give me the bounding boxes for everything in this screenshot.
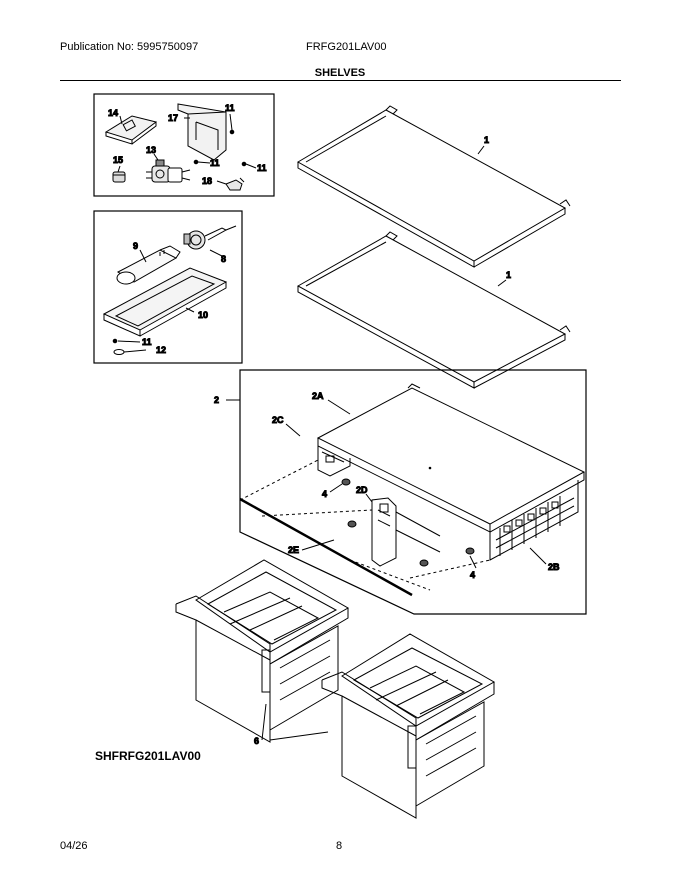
- part-6-crisper-drawer-left: [175, 559, 350, 743]
- publication-number: Publication No: 5995750097: [60, 41, 199, 53]
- callout-15: 15: [113, 155, 123, 165]
- callout-13: 13: [146, 145, 156, 155]
- callout-10: 10: [198, 310, 208, 320]
- leader-6: [261, 703, 329, 741]
- section-title: SHELVES: [314, 67, 366, 79]
- part-14-bracket: [104, 115, 158, 145]
- callout-18: 18: [202, 176, 212, 186]
- part-2A-crisper-cover: [316, 383, 586, 533]
- inset-box-water-filter: 9 8 10 11 12: [93, 210, 243, 364]
- part-17-cover: [177, 103, 227, 161]
- leader-1: [497, 279, 507, 287]
- callout-2C: 2C: [272, 415, 284, 425]
- callout-11: 11: [257, 163, 267, 173]
- part-1-glass-shelf-lower: [296, 231, 571, 389]
- part-11-screw: [112, 338, 118, 344]
- part-4-grommet: [341, 478, 475, 567]
- callout-11: 11: [210, 158, 220, 168]
- diagram-code: SHFRFG201LAV00: [95, 749, 201, 763]
- part-9-water-filter: [116, 245, 181, 285]
- part-10-filter-housing: [102, 267, 228, 337]
- crisper-cover-assembly-box: 2: [214, 369, 587, 615]
- part-1-glass-shelf-upper: [296, 105, 571, 268]
- leader-1: [477, 145, 485, 155]
- part-11-screw: [241, 161, 247, 167]
- part-15-clip: [112, 171, 126, 183]
- header-rule: [60, 80, 621, 81]
- callout-2D: 2D: [356, 485, 368, 495]
- part-11-screw: [193, 159, 199, 165]
- callout-9: 9: [133, 241, 138, 251]
- part-6-crisper-drawer-right: [321, 633, 496, 819]
- callout-14: 14: [108, 108, 118, 118]
- part-2C-left-support: [317, 446, 351, 477]
- part-18-fitting: [225, 177, 245, 191]
- part-11-screw: [229, 129, 235, 135]
- callout-8: 8: [221, 254, 226, 264]
- callout-6: 6: [254, 736, 259, 746]
- callout-2E: 2E: [288, 545, 299, 555]
- part-2B-crisper-frame: [489, 480, 579, 561]
- callout-2A: 2A: [312, 391, 324, 401]
- part-8-filter-head: [183, 225, 237, 250]
- part-2D-right-support: [371, 497, 441, 567]
- part-13-water-valve: [146, 159, 191, 183]
- publication-date: 04/26: [60, 840, 88, 852]
- callout-1: 1: [484, 135, 489, 145]
- callout-2B: 2B: [548, 562, 560, 572]
- callout-17: 17: [168, 113, 178, 123]
- callout-4: 4: [322, 489, 327, 499]
- part-12-o-ring: [113, 349, 125, 355]
- callout-12: 12: [156, 345, 166, 355]
- callout-11: 11: [225, 103, 235, 113]
- model-number: FRFG201LAV00: [306, 41, 387, 53]
- callout-1: 1: [506, 270, 511, 280]
- page-number: 8: [336, 840, 343, 852]
- inset-box-water-valve: 14 17 11 15 13 11 11 18: [93, 93, 275, 197]
- callout-11: 11: [142, 337, 152, 347]
- callout-2: 2: [214, 395, 219, 405]
- part-2E-seal-strip: [239, 497, 413, 597]
- callout-4: 4: [470, 570, 475, 580]
